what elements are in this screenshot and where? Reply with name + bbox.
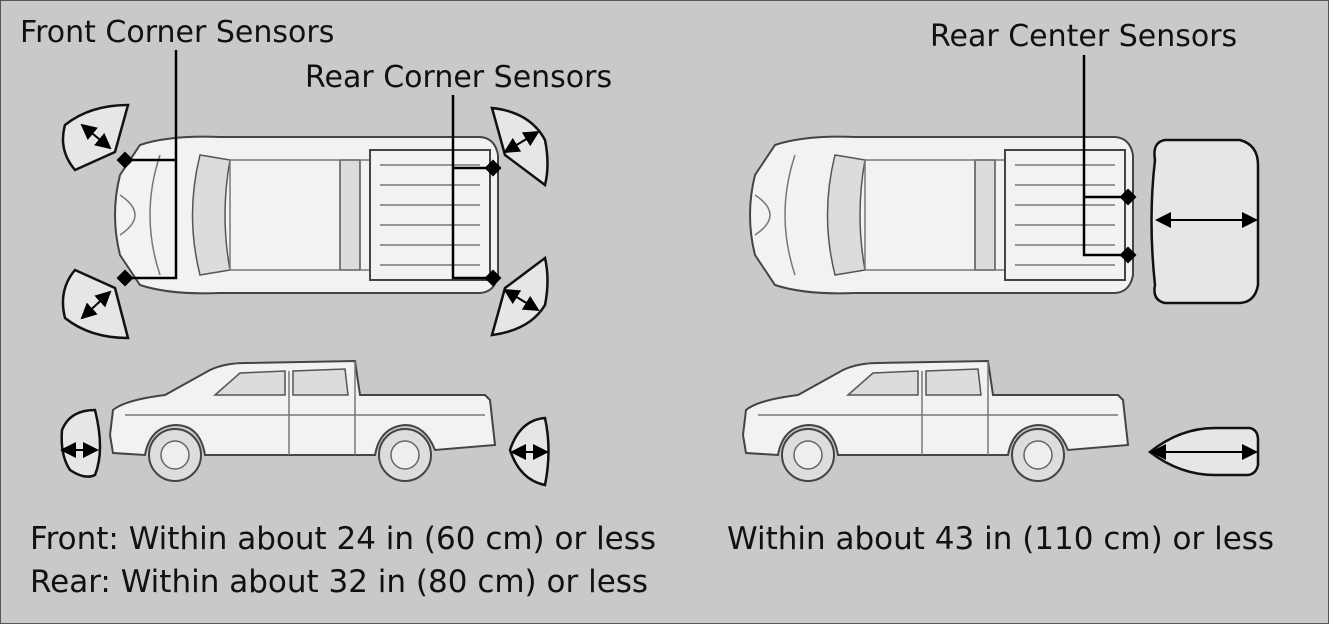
truck-top-view-center (749, 135, 1134, 295)
front-right-zone (61, 268, 130, 340)
rear-center-side-zone (1147, 426, 1260, 477)
rear-side-zone (508, 416, 550, 487)
rear-corner-leaders (451, 95, 502, 287)
front-left-zone (61, 103, 130, 172)
rear-center-zone (1150, 138, 1260, 305)
rear-range-caption: Rear: Within about 32 in (80 cm) or less (30, 564, 648, 600)
front-corner-sensors-label: Front Corner Sensors (20, 15, 334, 50)
front-range-caption: Front: Within about 24 in (60 cm) or les… (30, 521, 656, 557)
front-corner-leaders (116, 50, 178, 287)
center-range-caption: Within about 43 in (110 cm) or less (727, 521, 1274, 557)
truck-side-view-corner (109, 360, 496, 482)
front-side-zone (60, 408, 102, 478)
rear-corner-sensors-label: Rear Corner Sensors (305, 60, 612, 95)
truck-side-view-center (742, 360, 1129, 482)
rear-right-zone (490, 255, 549, 337)
rear-center-sensors-label: Rear Center Sensors (930, 19, 1237, 54)
rear-left-zone (490, 106, 549, 188)
